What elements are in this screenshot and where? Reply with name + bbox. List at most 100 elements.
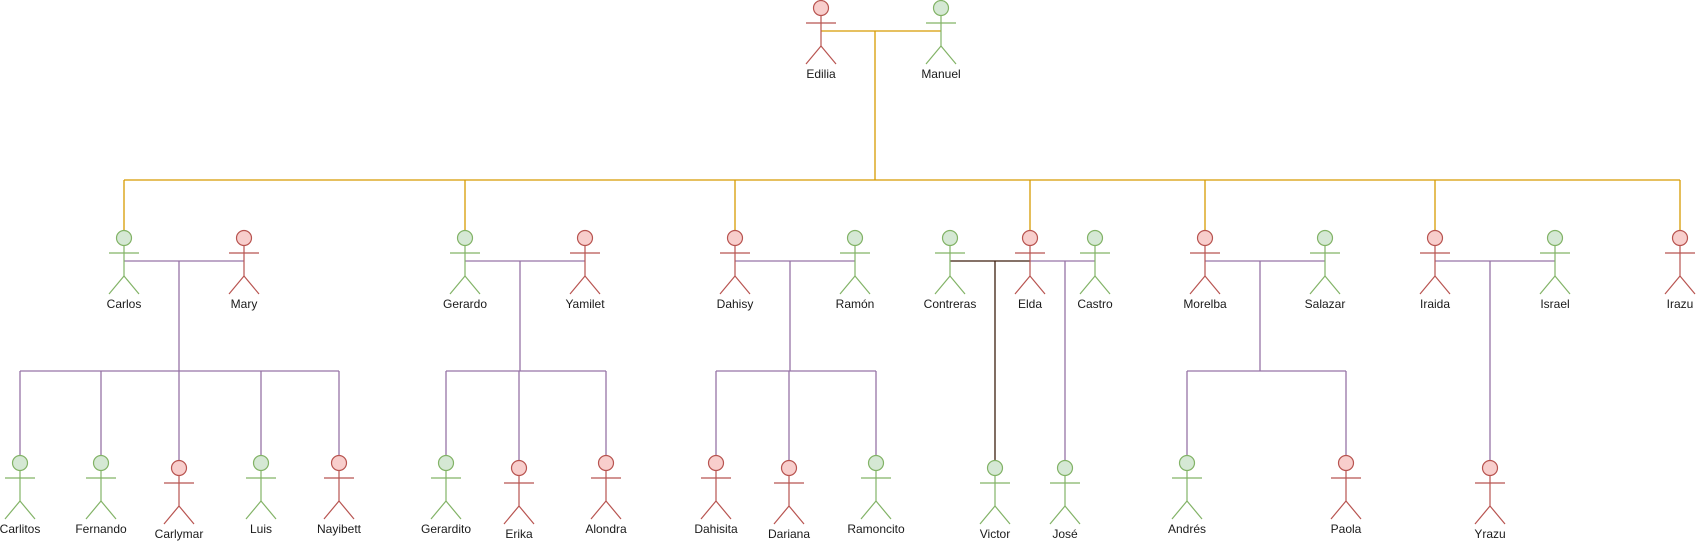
person-icon-right-leg [445,500,462,520]
person-name-label: Yrazu [1474,527,1505,541]
person-icon-left-leg [1539,275,1556,295]
person-name-label: Gerardito [421,522,471,536]
person-carlos[interactable]: Carlos [107,229,142,312]
person-icon-right-leg [820,45,837,65]
person-erika[interactable]: Erika [503,459,535,542]
person-luis[interactable]: Luis [245,454,277,537]
person-edilia[interactable]: Edilia [805,0,837,82]
person-icon-right-leg [949,275,966,295]
person-icon-left-leg [1419,275,1436,295]
person-icon-left-leg [430,500,447,520]
person-jose[interactable]: José [1049,459,1081,542]
person-name-label: Manuel [921,67,960,81]
person-name-label: Luis [250,522,272,536]
person-icon-head [437,454,455,472]
person-fernando[interactable]: Fernando [75,454,127,537]
person-icon-right-leg [1554,275,1571,295]
person-ramon[interactable]: Ramón [836,229,875,312]
person-icon-left-leg [839,275,856,295]
person-name-label: Castro [1077,297,1113,311]
person-icon-head [1671,229,1689,247]
person-icon-right-leg [243,275,260,295]
person-icon-left-leg [925,45,942,65]
person-icon-right-leg [734,275,751,295]
person-icon-head [576,229,594,247]
person-icon-head [1481,459,1499,477]
person-icon-left-leg [163,505,180,525]
person-icon-left-leg [934,275,951,295]
person-name-label: Paola [1331,522,1362,536]
person-dahisita[interactable]: Dahisita [694,454,738,537]
person-mary[interactable]: Mary [228,229,260,312]
person-icon-left-leg [85,500,102,520]
person-icon-head [941,229,959,247]
person-israel[interactable]: Israel [1539,229,1571,312]
person-icon-right-leg [940,45,957,65]
person-dahisy[interactable]: Dahisy [717,229,754,312]
person-name-label: Ramón [836,297,875,311]
person-gerardo[interactable]: Gerardo [443,229,487,312]
person-manuel[interactable]: Manuel [921,0,961,82]
person-carlitos[interactable]: Carlitos [0,454,40,537]
person-icon-left-leg [1079,275,1096,295]
person-elda[interactable]: Elda [1014,229,1046,312]
person-icon-left-leg [1330,500,1347,520]
person-icon-left-leg [323,500,340,520]
person-name-label: Iraida [1420,297,1450,311]
person-icon-right-leg [464,275,481,295]
person-alondra[interactable]: Alondra [585,454,627,537]
person-name-label: Carlos [107,297,142,311]
person-icon-right-leg [1029,275,1046,295]
person-icon-right-leg [875,500,892,520]
person-icon-right-leg [1324,275,1341,295]
person-icon-head [867,454,885,472]
person-icon-right-leg [788,505,805,525]
person-contreras[interactable]: Contreras [924,229,977,312]
person-icon-head [92,454,110,472]
person-icon-head [707,454,725,472]
person-andres[interactable]: Andrés [1168,454,1206,537]
person-carlymar[interactable]: Carlymar [155,459,204,542]
person-paola[interactable]: Paola [1330,454,1362,537]
person-name-label: Irazu [1667,297,1694,311]
person-icon-right-leg [1064,505,1081,525]
person-castro[interactable]: Castro [1077,229,1113,312]
person-icon-left-leg [1664,275,1681,295]
person-name-label: Gerardo [443,297,487,311]
person-icon-head [846,229,864,247]
person-icon-right-leg [994,505,1011,525]
person-yrazu[interactable]: Yrazu [1474,459,1506,542]
person-name-label: Carlitos [0,522,40,536]
person-icon-head [1316,229,1334,247]
person-name-label: Carlymar [155,527,204,541]
person-icon-left-leg [449,275,466,295]
person-gerardito[interactable]: Gerardito [421,454,471,537]
person-icon-head [115,229,133,247]
person-icon-left-leg [590,500,607,520]
person-icon-head [1086,229,1104,247]
person-dariana[interactable]: Dariana [768,459,810,542]
person-nayibett[interactable]: Nayibett [317,454,362,537]
person-icon-head [932,0,950,17]
person-icon-left-leg [719,275,736,295]
person-icon-left-leg [1014,275,1031,295]
person-icon-left-leg [1474,505,1491,525]
person-icon-right-leg [605,500,622,520]
person-icon-right-leg [1094,275,1111,295]
person-icon-right-leg [123,275,140,295]
person-name-label: Salazar [1305,297,1346,311]
person-yamilet[interactable]: Yamilet [565,229,605,312]
person-icon-right-leg [715,500,732,520]
person-icon-right-leg [178,505,195,525]
person-victor[interactable]: Victor [979,459,1011,542]
person-icon-right-leg [1679,275,1696,295]
person-irazu[interactable]: Irazu [1664,229,1696,312]
person-icon-right-leg [260,500,277,520]
person-salazar[interactable]: Salazar [1305,229,1346,312]
person-morelba[interactable]: Morelba [1183,229,1227,312]
person-icon-head [330,454,348,472]
person-ramoncito[interactable]: Ramoncito [847,454,905,537]
person-iraida[interactable]: Iraida [1419,229,1451,312]
